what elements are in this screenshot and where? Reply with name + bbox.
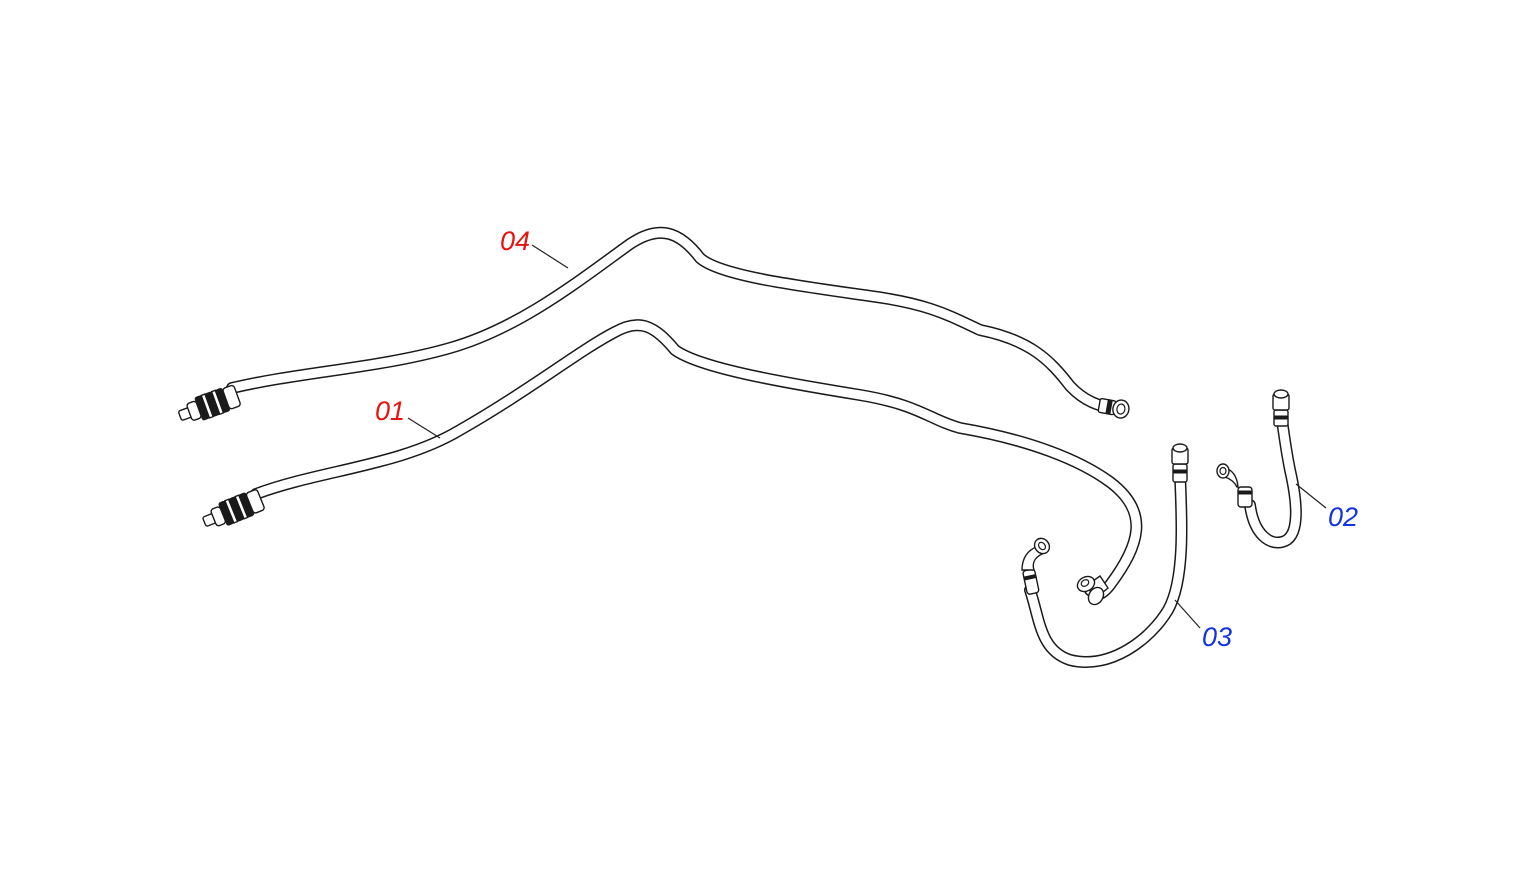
leader-line-02	[1295, 483, 1327, 509]
hose-04-fitting-right	[1097, 397, 1130, 419]
hose-02-elbow-left	[1216, 463, 1253, 508]
hose-03-fitting-top	[1171, 443, 1189, 483]
hose-01	[250, 319, 1143, 601]
hose-02	[1244, 414, 1302, 549]
hose-01-elbow-right	[1076, 575, 1109, 606]
hose-04	[226, 226, 1118, 414]
hose-03-elbow-left	[1021, 537, 1051, 595]
callout-04: 04	[500, 226, 530, 256]
callout-01: 01	[375, 396, 405, 426]
hose-03	[1024, 469, 1188, 668]
leader-line-01	[407, 417, 441, 439]
hose-01-coupler-left	[202, 489, 265, 527]
callout-02: 02	[1328, 502, 1358, 532]
callout-03: 03	[1202, 622, 1232, 652]
leader-line-04	[531, 244, 569, 269]
leader-line-03	[1174, 599, 1201, 629]
hose-02-fitting-top	[1272, 389, 1290, 427]
hose-04-coupler-left	[178, 384, 241, 421]
